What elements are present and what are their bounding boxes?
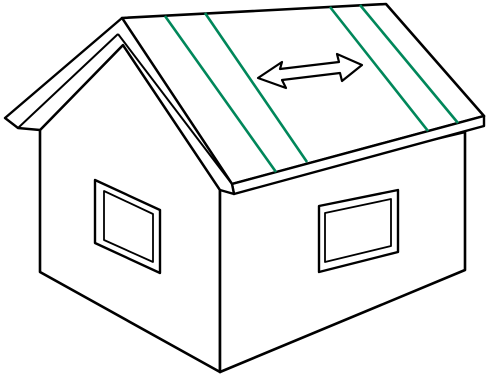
roof — [3, 2, 486, 196]
double-headed-arrow-icon — [256, 52, 364, 90]
right-window — [317, 188, 400, 274]
seam-line — [203, 12, 309, 163]
fascia-inner-line — [17, 33, 119, 129]
windows — [93, 178, 400, 275]
seam-line — [163, 15, 278, 173]
roof-seam-lines — [163, 4, 460, 173]
seam-line — [328, 6, 430, 132]
left-window — [93, 178, 162, 275]
seam-line — [358, 4, 460, 124]
roof-fascia — [3, 16, 236, 196]
fascia-ridge-line — [117, 33, 233, 185]
